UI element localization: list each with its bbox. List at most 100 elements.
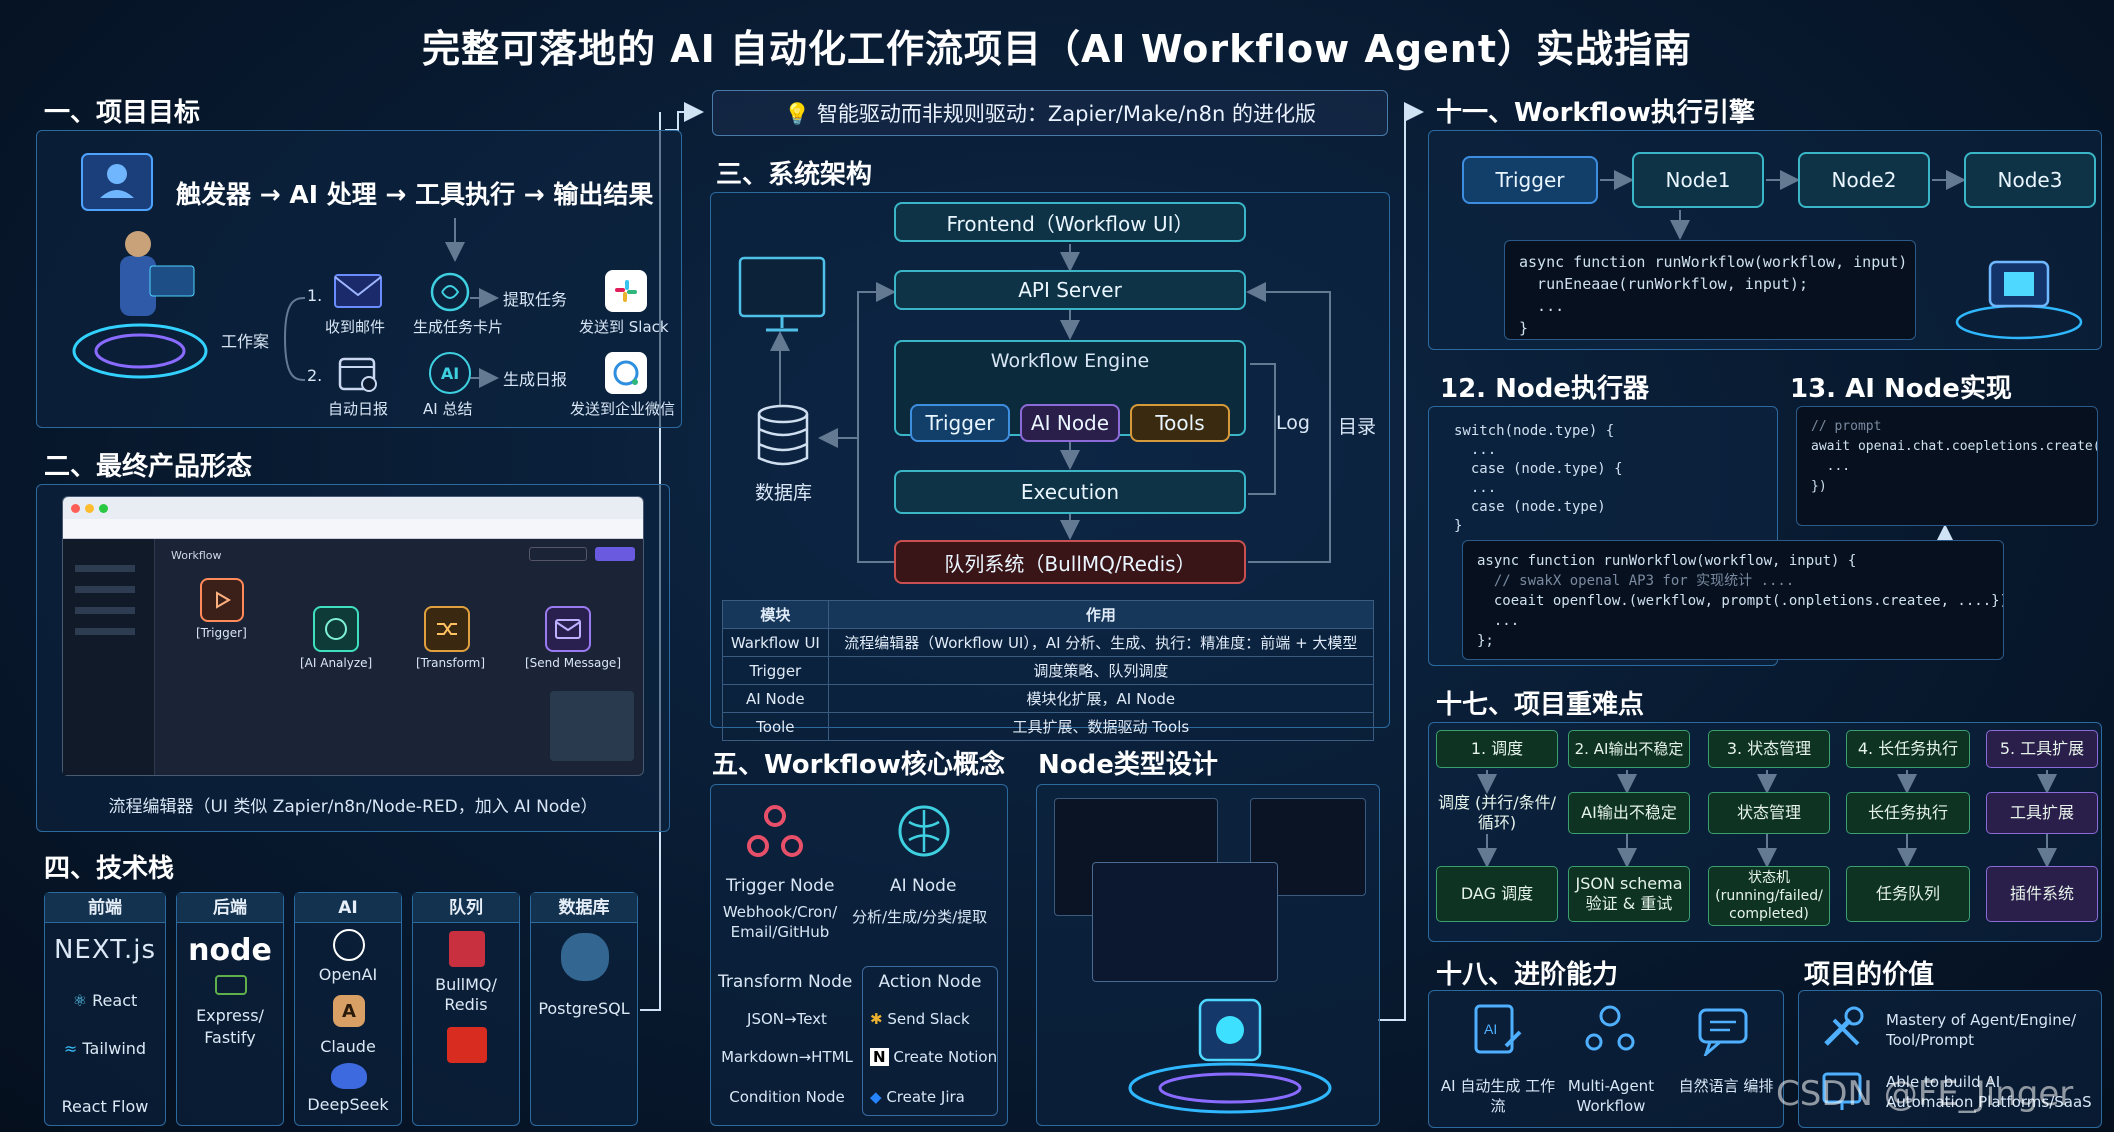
product-node-send: [Send Message] (525, 656, 621, 670)
code-line: } (1454, 518, 1463, 534)
table-header: 模块 (722, 600, 829, 629)
stack-openai: OpenAI (318, 965, 378, 984)
section-ainode-heading: 13. AI Node实现 (1790, 374, 2012, 404)
table-cell: AI Node (722, 684, 829, 713)
ai-badge-icon: AI (429, 352, 471, 394)
goal-r1-b: 生成任务卡片 (413, 318, 504, 336)
table-cell: 调度策略、队列调度 (827, 656, 1375, 685)
envelope-icon[interactable] (545, 606, 591, 652)
goal-r2-b: AI 总结 (423, 400, 473, 418)
engine-trigger: Trigger (1462, 156, 1598, 204)
arch-frontend: Frontend（Workflow UI） (894, 202, 1246, 242)
maximize-dot-icon[interactable] (99, 504, 108, 513)
cpu-chip-icon (1944, 232, 2094, 344)
chal-bot-4: 任务队列 (1846, 866, 1970, 922)
window-titlebar (63, 497, 643, 519)
code-line: async function runWorkflow(workflow, inp… (1477, 553, 1857, 569)
claude-icon: A (333, 995, 365, 1027)
arch-db-label: 数据库 (755, 482, 813, 504)
table-header: 作用 (827, 600, 1375, 629)
minimize-dot-icon[interactable] (85, 504, 94, 513)
chal-head-2: 2. AI输出不稳定 (1568, 730, 1690, 768)
brain-icon (428, 270, 472, 314)
workflow-code: async function runWorkflow(workflow, inp… (1462, 540, 2004, 660)
table-cell: 流程编辑器（Workflow UI），AI 分析、生成、执行：精准度：前端 + … (827, 628, 1375, 657)
concept-a-slack: ✱ Send Slack (870, 1010, 970, 1028)
brain-node-icon (895, 802, 953, 860)
code-line: } (1519, 319, 1529, 337)
close-dot-icon[interactable] (71, 504, 80, 513)
engine-node3: Node3 (1964, 152, 2096, 208)
product-node-ai: [AI Analyze] (300, 656, 373, 670)
run-button[interactable] (595, 547, 635, 561)
openai-icon (333, 929, 365, 961)
code-line: async function runWorkflow(workflow, inp… (1519, 253, 1916, 271)
page-title: 完整可落地的 AI 自动化工作流项目（AI Workflow Agent）实战指… (421, 27, 1693, 71)
nextjs-logo: NEXT.js (53, 935, 157, 965)
section-engine-heading: 十一、Workflow执行引擎 (1436, 98, 1755, 128)
goal-num-2: 2. (307, 366, 323, 385)
advanced-item-2: Multi-Agent Workflow (1567, 1077, 1655, 1115)
chal-bot-3: 状态机 (running/failed/ completed) (1708, 866, 1830, 926)
code-line: ... (1454, 442, 1497, 458)
section-value-heading: 项目的价值 (1804, 960, 1935, 990)
concept-ai-desc: 分析/生成/分类/提取 (852, 908, 988, 926)
goal-flow-text: 触发器 → AI 处理 → 工具执行 → 输出结果 (176, 180, 654, 209)
concept-trigger: Trigger Node (726, 876, 835, 896)
advanced-item-1: AI 自动生成 工作流 (1440, 1077, 1556, 1115)
goal-r2-d: 发送到企业微信 (570, 400, 676, 418)
stack-col-head: 数据库 (531, 893, 637, 923)
concept-t-item: Markdown→HTML (721, 1048, 853, 1066)
code-line: coeait openflow.(werkflow, prompt(.onple… (1477, 593, 2004, 609)
banner: 💡 智能驱动而非规则驱动：Zapier/Make/n8n 的进化版 (712, 90, 1388, 136)
sidebar-item[interactable] (75, 565, 135, 572)
sidebar-item[interactable] (75, 607, 135, 614)
sidebar-item[interactable] (75, 586, 135, 593)
code-line: }; (1477, 633, 1494, 649)
jira-icon: ◆ (870, 1088, 887, 1106)
stack-col-backend: 后端 node Express/ Fastify (176, 892, 284, 1126)
concept-trigger-desc: Webhook/Cron/ Email/GitHub (722, 903, 838, 941)
play-icon[interactable] (200, 578, 244, 622)
code-line: switch(node.type) { (1454, 423, 1615, 439)
arch-execution: Execution (894, 470, 1246, 514)
webhook-icon (746, 802, 804, 860)
developer-illustration (60, 146, 210, 396)
save-button[interactable] (529, 547, 587, 561)
chal-bot-1: DAG 调度 (1436, 866, 1558, 922)
sidebar-item[interactable] (75, 628, 135, 635)
chal-mid-4: 长任务执行 (1846, 792, 1970, 834)
window-addressbar[interactable] (63, 519, 643, 539)
ai-brain-icon[interactable] (313, 606, 359, 652)
code-line: runEneaae(runWorkflow, input); (1519, 275, 1808, 293)
code-line: ... (1454, 480, 1497, 496)
concept-transform: Transform Node (718, 972, 853, 992)
executor-code: switch(node.type) { ... case (node.type)… (1440, 412, 1760, 536)
arch-trigger: Trigger (910, 404, 1010, 442)
stack-col-head: 后端 (177, 893, 283, 923)
ai-doc-icon: AI (1470, 1002, 1526, 1058)
goal-r2-c: 生成日报 (503, 370, 568, 389)
chal-mid-3: 状态管理 (1708, 792, 1830, 834)
value-item-2: Able to build AI Automation Platforms/Sa… (1886, 1073, 2092, 1111)
redis-icon (447, 1027, 487, 1063)
value-item-1: Mastery of Agent/Engine/ Tool/Prompt (1886, 1011, 2077, 1049)
concept-a-label: Send Slack (887, 1010, 970, 1028)
concept-t-item: Condition Node (729, 1088, 845, 1106)
tools-icon (1818, 1004, 1866, 1052)
multi-agent-icon (1582, 1002, 1638, 1058)
tailwind-icon: ≈ (63, 1039, 83, 1058)
platform-icon (1818, 1066, 1866, 1114)
wecom-icon (605, 352, 647, 394)
section-product-heading: 二、最终产品形态 (44, 452, 253, 482)
arch-queue: 队列系统（BullMQ/Redis） (894, 540, 1246, 584)
chal-head-1: 1. 调度 (1436, 730, 1558, 768)
product-node-transform: [Transform] (416, 656, 486, 670)
deepseek-icon (331, 1063, 367, 1089)
shuffle-icon[interactable] (424, 606, 470, 652)
engine-node1: Node1 (1632, 152, 1764, 208)
stack-bullmq: BullMQ/ Redis (435, 975, 497, 1014)
